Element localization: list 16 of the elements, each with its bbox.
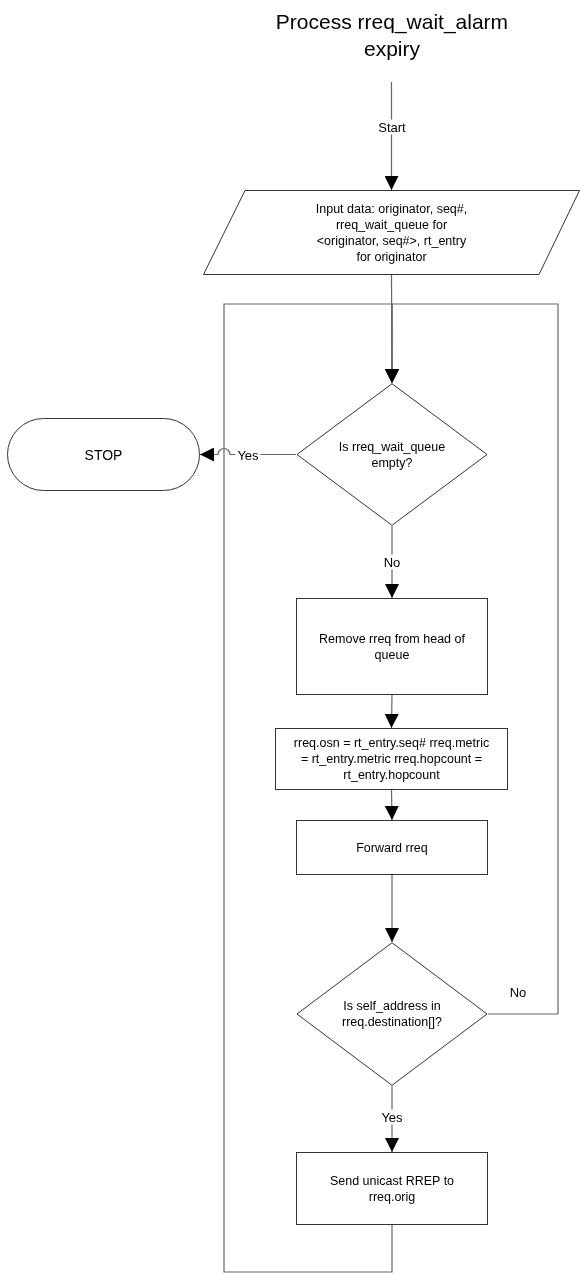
edge-label: Yes	[379, 1109, 405, 1125]
arrow	[385, 874, 399, 943]
diagram-title: Process rreq_wait_alarm expiry	[274, 9, 510, 62]
arrow	[223, 303, 399, 1273]
arrow	[384, 694, 399, 729]
arrow	[384, 789, 399, 821]
decision-diamond: Is self_address in rreq.destination[]?	[296, 942, 488, 1086]
edge-label: No	[381, 554, 403, 570]
edge-label: Start	[376, 119, 408, 135]
process-box: Remove rreq from head of queue	[296, 598, 488, 695]
process-box: Send unicast RREP to rreq.orig	[296, 1152, 488, 1225]
process-box: Forward rreq	[296, 820, 488, 875]
terminator-shape: STOP	[7, 418, 200, 491]
process-box: rreq.osn = rt_entry.seq# rreq.metric = rt_entry.metric rreq.hopcount = rt_entry.hopcount	[275, 728, 508, 790]
input-parallelogram: Input data: originator, seq#, rreq_wait_queue for <originator, seq#>, rt_entry for originator	[203, 190, 580, 275]
decision-diamond: Is rreq_wait_queue empty?	[296, 383, 488, 526]
